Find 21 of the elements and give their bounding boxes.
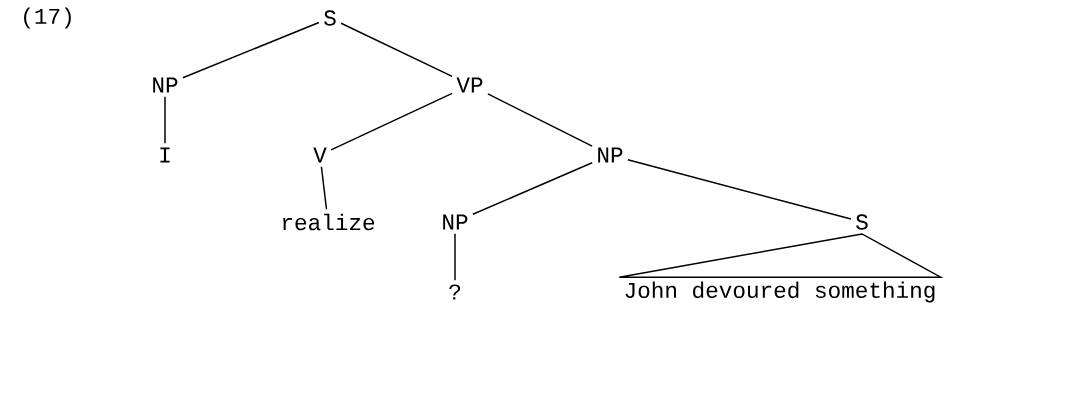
tree-node-label: John devoured something: [625, 281, 935, 303]
tree-branch: [487, 93, 593, 147]
tree-branch: [320, 166, 328, 211]
example-number: (17): [24, 7, 71, 29]
tree-branch: [472, 161, 593, 215]
tree-node-label: S: [856, 214, 868, 230]
tree-branch: [627, 159, 852, 220]
tree-branch: [330, 92, 453, 151]
tree-branch: [340, 22, 453, 78]
tree-node-label: realize: [283, 213, 375, 231]
tree-node-label: NP: [443, 214, 468, 230]
tree-node-label: NP: [153, 77, 178, 93]
tree-branch: [454, 233, 456, 281]
tree-branch: [182, 21, 320, 79]
tree-node-label: NP: [598, 147, 623, 163]
tree-node-label: S: [324, 10, 336, 26]
tree-node-label: ?: [449, 284, 461, 300]
tree-node-label: I: [160, 147, 170, 163]
tree-branch: [164, 96, 166, 144]
tree-node-label: VP: [456, 77, 483, 93]
tree-node-label: V: [313, 147, 327, 163]
